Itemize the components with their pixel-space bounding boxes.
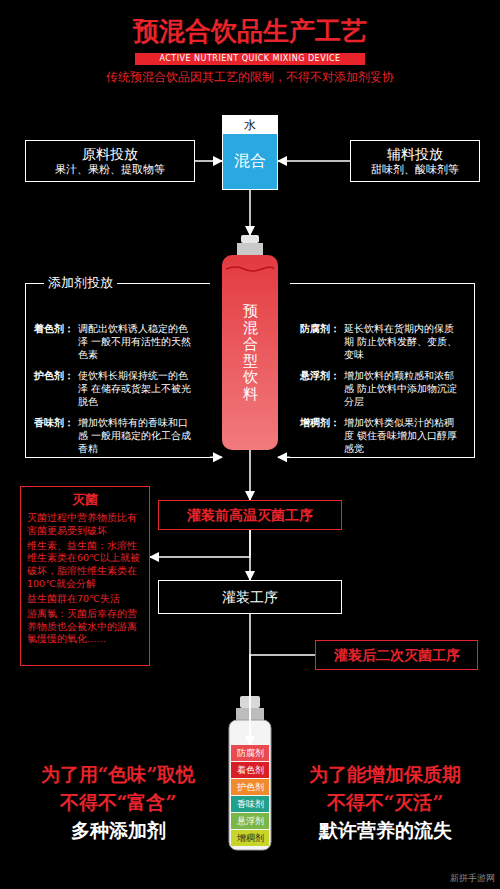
- additive-row: 香味剂：增加饮料特有的香味和口感 一般用稳定的化工合成香精: [34, 416, 204, 455]
- slogan-line: 不得不“灭活”: [274, 790, 496, 814]
- additive-row: 护色剂：使饮料长期保持统一的色泽 在储存或货架上不被光脱色: [34, 369, 204, 408]
- additive-name: 增稠剂：: [300, 416, 344, 429]
- tank-liquid: 混合: [223, 134, 277, 189]
- slogan-line: 不得不“富含”: [8, 790, 228, 814]
- subtitle: 传统预混合饮品因其工艺的限制，不得不对添加剂妥协: [0, 69, 500, 86]
- tank-label: 混合: [234, 151, 266, 172]
- additive-band: 着色剂: [231, 762, 269, 778]
- process-box: 灌装工序: [158, 580, 342, 614]
- bracket-heading: 添加剂投放: [44, 274, 117, 292]
- box-label: 灌装后二次灭菌工序: [334, 647, 460, 664]
- diagram-title: 预混合饮品生产工艺: [0, 14, 500, 49]
- liquid-surface: [226, 267, 274, 271]
- additive-band: 护色剂: [231, 779, 269, 795]
- box-subtext: 果汁、果粉、提取物等: [55, 163, 165, 177]
- flow-arrow: [278, 457, 290, 459]
- additive-name: 着色剂：: [34, 322, 78, 335]
- additive-name: 护色剂：: [34, 369, 78, 382]
- band-label: 着色剂: [237, 762, 264, 778]
- flow-arrow: [249, 190, 251, 235]
- flow-arrow: [195, 160, 222, 162]
- bottle-neck: [237, 243, 263, 255]
- premix-bottle: 预混合型饮料: [222, 235, 278, 450]
- flow-arrow: [278, 160, 350, 162]
- additive-desc: 增加饮料类似果汁的粘稠度 锁住香味增加入口醇厚感觉: [344, 416, 462, 455]
- additive-desc: 延长饮料在货期内的保质期 防止饮料发酵、变质、变味: [344, 322, 462, 361]
- slogan-line: 为了用“色味”取悦: [8, 762, 228, 786]
- box-label: 灌装前高温灭菌工序: [187, 507, 313, 524]
- slogan-line: 为了能增加保质期: [274, 762, 496, 786]
- additive-name: 防腐剂：: [300, 322, 344, 335]
- box-label: 原料投放: [82, 146, 138, 163]
- bottle-cap: [241, 235, 259, 243]
- additive-desc: 使饮料长期保持统一的色泽 在储存或货架上不被光脱色: [78, 369, 196, 408]
- additive-name: 悬浮剂：: [300, 369, 344, 382]
- flow-arrow: [210, 457, 222, 459]
- note-heading: 灭菌: [27, 491, 143, 509]
- box-subtext: 甜味剂、酸味剂等: [371, 163, 459, 177]
- additive-desc: 增加饮料特有的香味和口感 一般用稳定的化工合成香精: [78, 416, 196, 455]
- additive-band: 防腐剂: [231, 745, 269, 761]
- note-box: 灭菌灭菌过程中营养物质比有害菌更易受到破坏维生素、益生菌：水溶性维生素类在60℃…: [20, 486, 150, 666]
- slogan-line: 默许营养的流失: [274, 818, 496, 842]
- additive-row: 悬浮剂：增加饮料的颗粒感和浓郁感 防止饮料中添加物沉淀分层: [300, 369, 468, 408]
- box-label: 辅料投放: [387, 146, 443, 163]
- subtitle-band: ACTIVE NUTRIENT QUICK MIXING DEVICE: [135, 53, 365, 65]
- input-box: 原料投放果汁、果粉、提取物等: [25, 140, 195, 182]
- watermark: 新拼手游网: [400, 872, 495, 885]
- slogan-line: 多种添加剂: [8, 818, 228, 842]
- bottle-body: [222, 255, 278, 450]
- additive-row: 增稠剂：增加饮料类似果汁的粘稠度 锁住香味增加入口醇厚感觉: [300, 416, 468, 455]
- band-label: 防腐剂: [237, 745, 264, 761]
- tank-label: 水: [244, 117, 256, 134]
- additive-band: 香味剂: [231, 796, 269, 812]
- flow-arrow: [250, 655, 315, 745]
- band-label: 香味剂: [237, 796, 264, 812]
- bottle-text-holder: 预混合型饮料: [222, 255, 278, 450]
- mixing-tank: 水混合: [222, 115, 278, 190]
- note-text: 维生素、益生菌：水溶性维生素类在60℃以上就被破坏，脂溶性维生素类在100℃就会…: [27, 540, 143, 591]
- band-label: 护色剂: [237, 779, 264, 795]
- flow-arrow: [150, 530, 250, 557]
- additive-band: 增稠剂: [231, 830, 269, 846]
- additive-desc: 增加饮料的颗粒感和浓郁感 防止饮料中添加物沉淀分层: [344, 369, 462, 408]
- input-box: 辅料投放甜味剂、酸味剂等: [350, 140, 480, 182]
- tank-water: 水: [223, 116, 277, 134]
- additive-bracket: 添加剂投放着色剂：调配出饮料诱人稳定的色泽 一般不用有活性的天然色素护色剂：使饮…: [25, 283, 210, 458]
- additive-name: 香味剂：: [34, 416, 78, 429]
- additive-band: 悬浮剂: [231, 813, 269, 829]
- note-text: 益生菌群在70℃失活: [27, 593, 143, 606]
- flow-arrow: [249, 450, 251, 500]
- additive-bracket: 防腐剂：延长饮料在货期内的保质期 防止饮料发酵、变质、变味悬浮剂：增加饮料的颗粒…: [290, 283, 475, 458]
- note-text: 游离氯：灭菌后幸存的营养物质也会被水中的游离氯慢慢的氧化……: [27, 608, 143, 646]
- band-label: 悬浮剂: [237, 813, 264, 829]
- additive-desc: 调配出饮料诱人稳定的色泽 一般不用有活性的天然色素: [78, 322, 196, 361]
- process-box: 灌装前高温灭菌工序: [158, 500, 342, 530]
- note-text: 灭菌过程中营养物质比有害菌更易受到破坏: [27, 512, 143, 538]
- process-box: 灌装后二次灭菌工序: [315, 640, 478, 670]
- bottle-label: 预混合型饮料: [243, 303, 258, 402]
- box-label: 灌装工序: [222, 589, 278, 606]
- band-label: 增稠剂: [237, 830, 264, 846]
- additive-row: 防腐剂：延长饮料在货期内的保质期 防止饮料发酵、变质、变味: [300, 322, 468, 361]
- additive-row: 着色剂：调配出饮料诱人稳定的色泽 一般不用有活性的天然色素: [34, 322, 204, 361]
